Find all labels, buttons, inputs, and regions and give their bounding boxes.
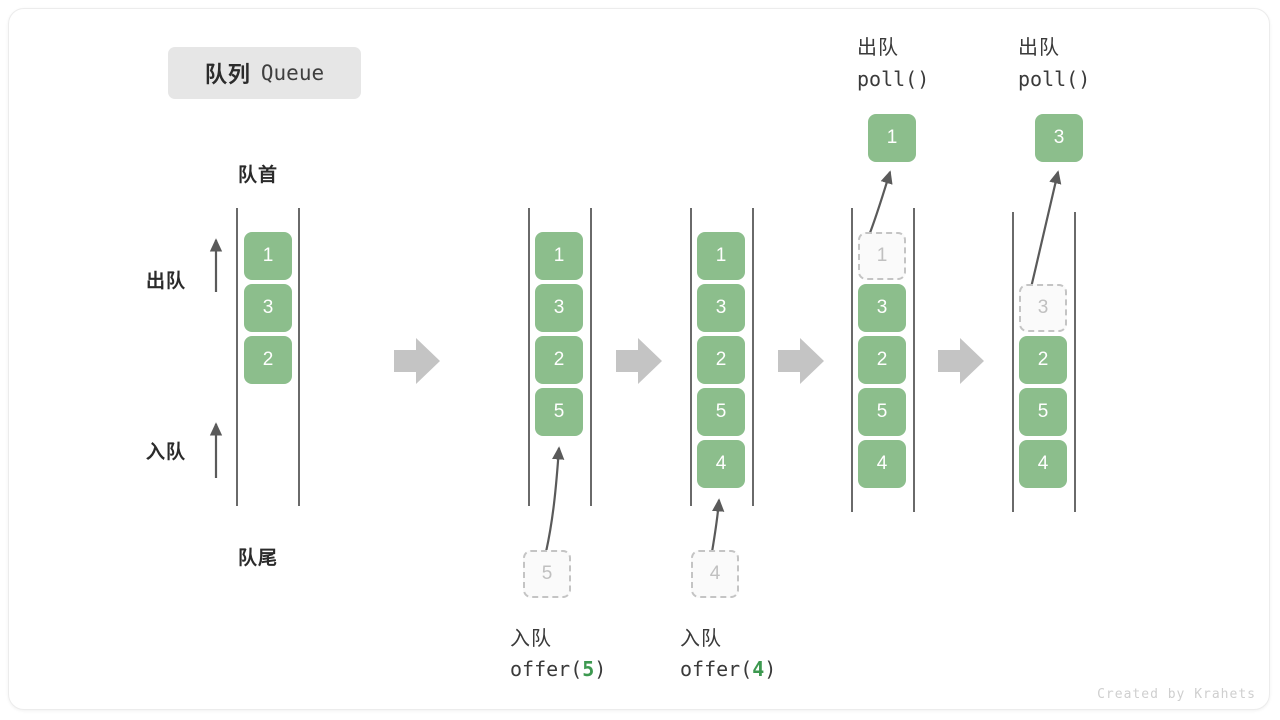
stage-caption-fn: offer(5) [510, 657, 606, 681]
queue-cell: 1 [697, 232, 745, 280]
stage-caption-fn: poll() [1018, 67, 1091, 91]
queue-cell: 2 [1019, 336, 1067, 384]
label-queue-tail: 队尾 [238, 548, 279, 569]
stage-caption-cn: 出队 [1018, 37, 1060, 59]
incoming-element: 5 [523, 550, 571, 598]
diagram-title-badge: 队列 Queue [168, 47, 361, 99]
queue-cell: 2 [697, 336, 745, 384]
queue-cell: 5 [1019, 388, 1067, 436]
fn-prefix: offer( [680, 657, 753, 681]
label-queue-head: 队首 [238, 165, 279, 186]
queue-cell: 4 [858, 440, 906, 488]
fn-prefix: offer( [510, 657, 583, 681]
fn-suffix: ) [764, 657, 777, 681]
stage-caption-cn: 入队 [680, 628, 722, 650]
incoming-element: 4 [691, 550, 739, 598]
stage-caption-fn: poll() [857, 67, 930, 91]
queue-cell: 5 [697, 388, 745, 436]
queue-cell: 3 [535, 284, 583, 332]
fn-arg: 5 [582, 657, 595, 681]
queue-cell-removed: 3 [1019, 284, 1067, 332]
queue-cell: 2 [858, 336, 906, 384]
stage-caption-fn: offer(4) [680, 657, 776, 681]
queue-cell: 1 [535, 232, 583, 280]
title-chinese: 队列 [204, 62, 251, 87]
diagram-card [8, 8, 1270, 710]
queue-cell: 5 [535, 388, 583, 436]
queue-cell: 3 [858, 284, 906, 332]
stage-caption-cn: 出队 [857, 37, 899, 59]
queue-cell: 4 [1019, 440, 1067, 488]
queue-cell: 3 [244, 284, 292, 332]
queue-cell: 4 [697, 440, 745, 488]
stage-caption-cn: 入队 [510, 628, 552, 650]
label-dequeue: 出队 [146, 271, 187, 292]
label-enqueue: 入队 [146, 442, 187, 463]
popped-element: 1 [868, 114, 916, 162]
queue-cell: 5 [858, 388, 906, 436]
queue-cell: 2 [535, 336, 583, 384]
queue-cell-removed: 1 [858, 232, 906, 280]
credit-text: Created by Krahets [1097, 687, 1256, 702]
fn-arg: 4 [752, 657, 765, 681]
queue-cell: 1 [244, 232, 292, 280]
title-english: Queue [260, 61, 325, 85]
queue-cell: 2 [244, 336, 292, 384]
popped-element: 3 [1035, 114, 1083, 162]
fn-suffix: ) [594, 657, 607, 681]
queue-cell: 3 [697, 284, 745, 332]
